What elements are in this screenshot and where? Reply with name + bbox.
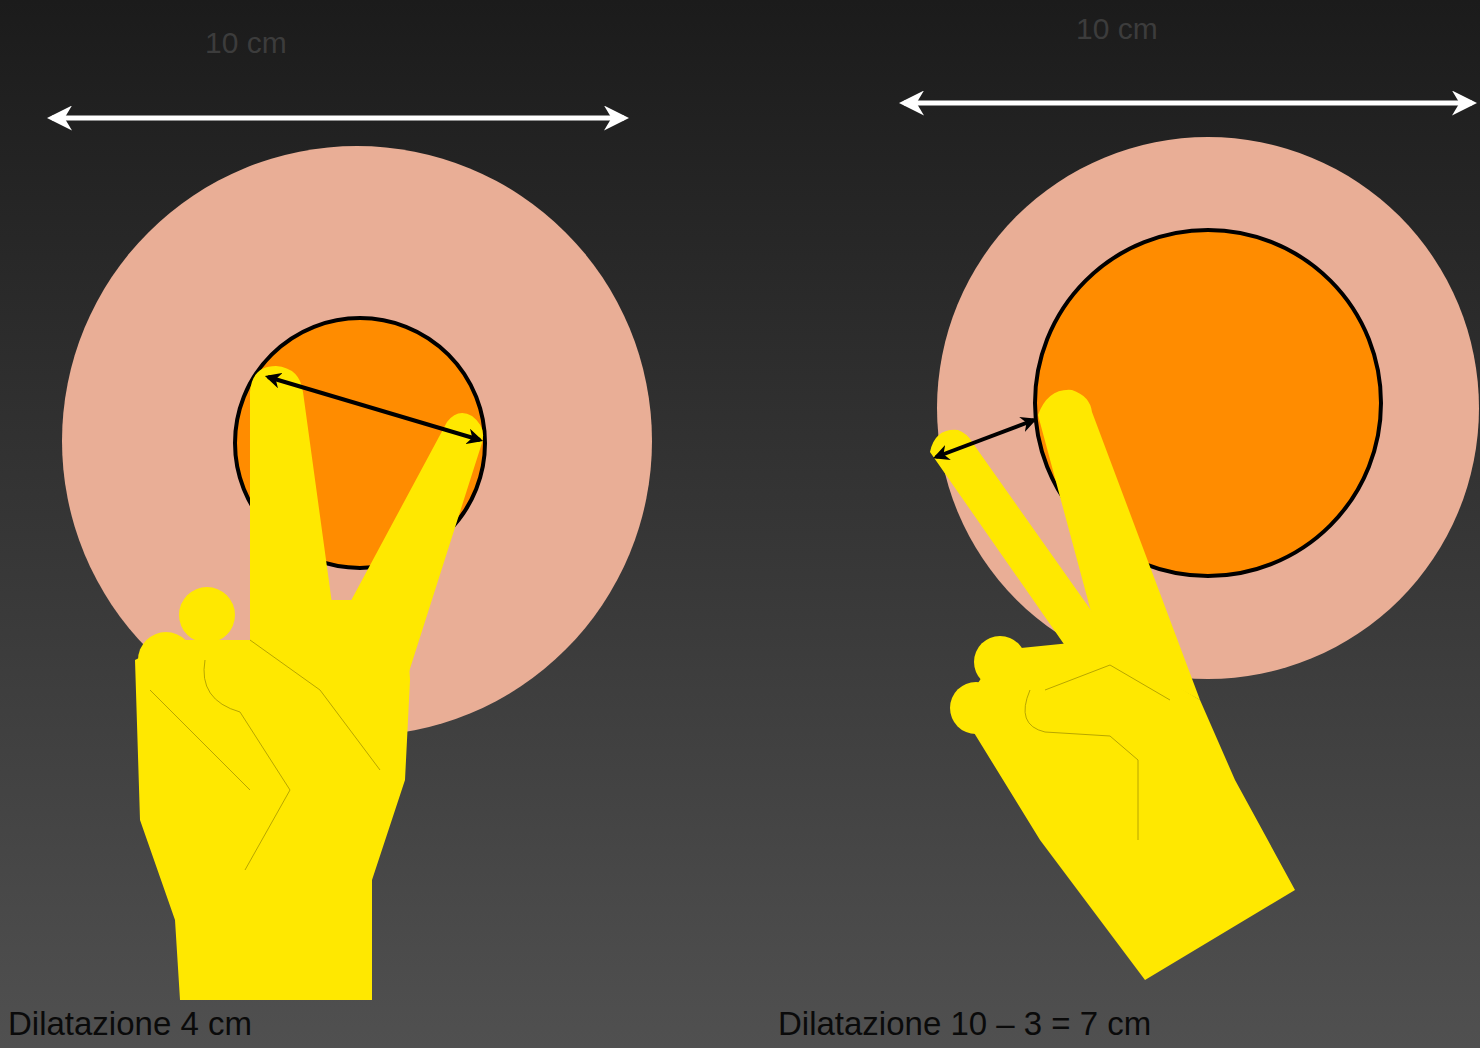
folded-finger: [950, 682, 1002, 734]
folded-finger: [138, 632, 194, 688]
hand-detail: [1025, 665, 1170, 840]
folded-finger: [974, 636, 1026, 688]
measure-arrow: [268, 377, 480, 440]
width-arrow: [904, 101, 1472, 106]
hand: [135, 366, 483, 1000]
folded-finger: [179, 587, 235, 643]
dimension-label: 10 cm: [205, 26, 287, 59]
width-arrow: [52, 116, 624, 121]
cervix-outer: [937, 137, 1479, 679]
palm: [135, 600, 410, 1000]
dimension-label: 10 cm: [1076, 12, 1158, 45]
caption-label: Dilatazione 4 cm: [8, 1006, 252, 1042]
hand: [930, 390, 1295, 980]
measure-arrow: [936, 420, 1034, 457]
palm: [960, 640, 1295, 980]
hand-detail: [150, 640, 380, 870]
caption-label: Dilatazione 10 – 3 = 7 cm: [778, 1006, 1151, 1042]
